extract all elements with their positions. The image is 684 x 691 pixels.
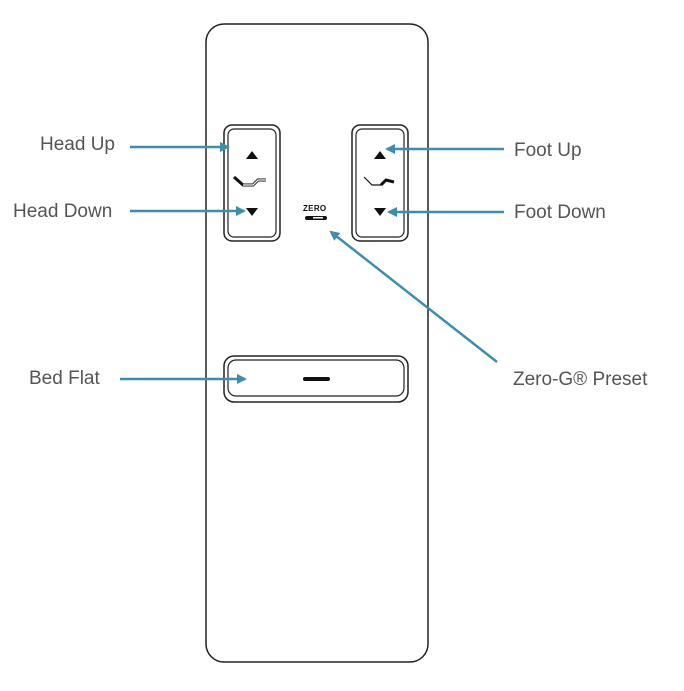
down-triangle-icon	[246, 208, 258, 216]
remote-body	[205, 23, 429, 663]
up-triangle-icon	[374, 151, 386, 159]
label-zero-g-preset: Zero-G® Preset	[513, 369, 648, 390]
flat-button[interactable]	[223, 355, 409, 403]
label-bed-flat: Bed Flat	[29, 368, 100, 389]
flat-dash-icon	[303, 377, 330, 381]
arrow-zero-g	[329, 230, 498, 363]
head-button-group[interactable]	[223, 124, 281, 242]
label-foot-down: Foot Down	[514, 202, 606, 223]
foot-button-group[interactable]	[351, 124, 409, 242]
zero-g-logo[interactable]	[305, 216, 327, 220]
label-head-up: Head Up	[40, 134, 115, 155]
down-triangle-icon	[374, 208, 386, 216]
label-head-down: Head Down	[13, 201, 113, 222]
up-triangle-icon	[246, 151, 258, 159]
label-foot-up: Foot Up	[514, 140, 582, 161]
zero-logo-text: ZERO	[303, 204, 327, 213]
